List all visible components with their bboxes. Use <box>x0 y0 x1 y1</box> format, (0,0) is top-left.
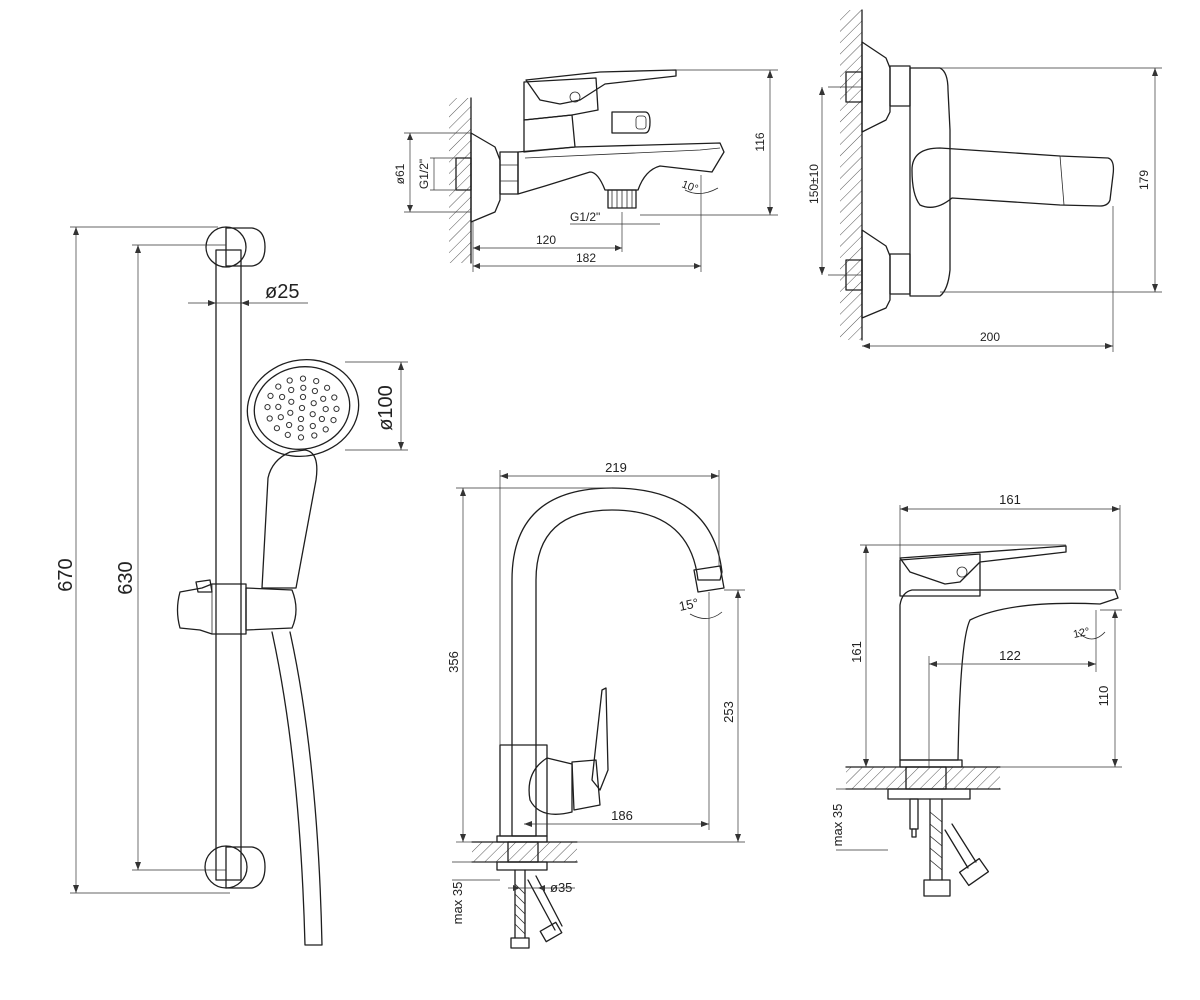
nozzle-hole <box>331 394 338 401</box>
nozzle-hole <box>284 431 291 438</box>
dim-sink-spout-height: 253 <box>721 701 736 723</box>
dim-inlet-thread: G1/2" <box>417 159 431 189</box>
hand-shower <box>246 358 360 589</box>
nozzle-hole <box>266 415 273 422</box>
nozzle-hole <box>299 393 307 401</box>
dim-center-distance: 150±10 <box>807 164 821 204</box>
nozzle-hole <box>286 421 293 429</box>
sink-mixer: 219 356 253 186 15° max 35 ø35 <box>446 460 745 949</box>
counter-section <box>472 842 577 862</box>
dim-outlet-reach: 120 <box>536 233 556 247</box>
dim-top-depth: 200 <box>980 330 1000 344</box>
basin-mixer: 161 161 122 110 12° max 35 <box>830 492 1122 897</box>
top-wall-bracket <box>205 226 266 268</box>
basin-counter-section <box>846 767 1000 789</box>
nozzle-hole <box>313 378 320 385</box>
dim-rail-diameter: ø25 <box>265 281 299 303</box>
dim-sink-width: 219 <box>605 460 627 475</box>
nozzle-hole <box>275 403 282 410</box>
nozzle-hole <box>286 377 293 384</box>
dim-sink-max-counter: max 35 <box>450 882 465 925</box>
wall-section <box>449 98 471 263</box>
dim-basin-spout-height: 110 <box>1096 686 1111 707</box>
shower-nozzles <box>264 375 340 441</box>
nozzle-hole <box>309 411 316 418</box>
dim-sink-angle: 15° <box>678 595 700 614</box>
bath-mixer-top-view: 150±10 179 200 <box>807 9 1162 352</box>
dim-outlet-thread: G1/2" <box>570 210 600 224</box>
shower-hose <box>271 631 323 946</box>
nozzle-hole <box>322 406 329 413</box>
nozzle-hole <box>310 400 317 407</box>
bath-mixer-side-view: 116 ø61 G1/2" G1/2" 10° 120 182 <box>393 69 778 272</box>
nozzle-hole <box>277 414 284 421</box>
nozzle-hole <box>287 409 294 416</box>
dim-total-reach: 182 <box>576 251 596 265</box>
bottom-wall-bracket <box>204 845 266 889</box>
nozzle-hole <box>309 422 316 430</box>
nozzle-hole <box>300 384 307 391</box>
dim-total-height: 670 <box>55 558 77 591</box>
rail-slider <box>176 579 297 635</box>
nozzle-hole <box>297 434 305 441</box>
dim-rosette: ø61 <box>393 163 407 184</box>
nozzle-hole <box>333 405 340 412</box>
dim-rail-centers: 630 <box>115 561 137 594</box>
nozzle-hole <box>330 417 337 424</box>
nozzle-hole <box>267 392 274 399</box>
nozzle-hole <box>264 404 271 411</box>
nozzle-hole <box>275 383 282 390</box>
nozzle-hole <box>288 398 295 405</box>
dim-basin-max-counter: max 35 <box>830 804 845 847</box>
dim-sink-height: 356 <box>446 651 461 673</box>
nozzle-hole <box>297 415 305 423</box>
dim-side-height: 116 <box>753 132 767 151</box>
dim-basin-angle: 12° <box>1072 626 1091 641</box>
shower-rail-set: 670 630 ø25 ø100 <box>55 226 408 946</box>
nozzle-hole <box>318 415 325 423</box>
nozzle-hole <box>297 425 304 432</box>
dim-basin-width: 161 <box>999 492 1021 507</box>
dim-top-height: 179 <box>1137 170 1151 190</box>
dim-spout-angle: 10° <box>680 179 700 196</box>
nozzle-hole <box>288 386 295 394</box>
nozzle-hole <box>273 425 280 432</box>
slide-rail <box>215 249 242 881</box>
nozzle-hole <box>320 395 327 402</box>
nozzle-hole <box>311 387 318 395</box>
nozzle-hole <box>311 432 318 439</box>
nozzle-hole <box>322 426 329 433</box>
nozzle-hole <box>298 404 306 412</box>
dim-head-diameter: ø100 <box>375 385 397 431</box>
dim-sink-hole: ø35 <box>550 880 572 895</box>
nozzle-hole <box>324 384 331 391</box>
nozzle-hole <box>299 375 307 382</box>
dim-basin-reach: 122 <box>999 648 1021 663</box>
dim-basin-height: 161 <box>849 641 864 663</box>
nozzle-hole <box>279 393 286 401</box>
dim-sink-reach: 186 <box>611 808 633 823</box>
